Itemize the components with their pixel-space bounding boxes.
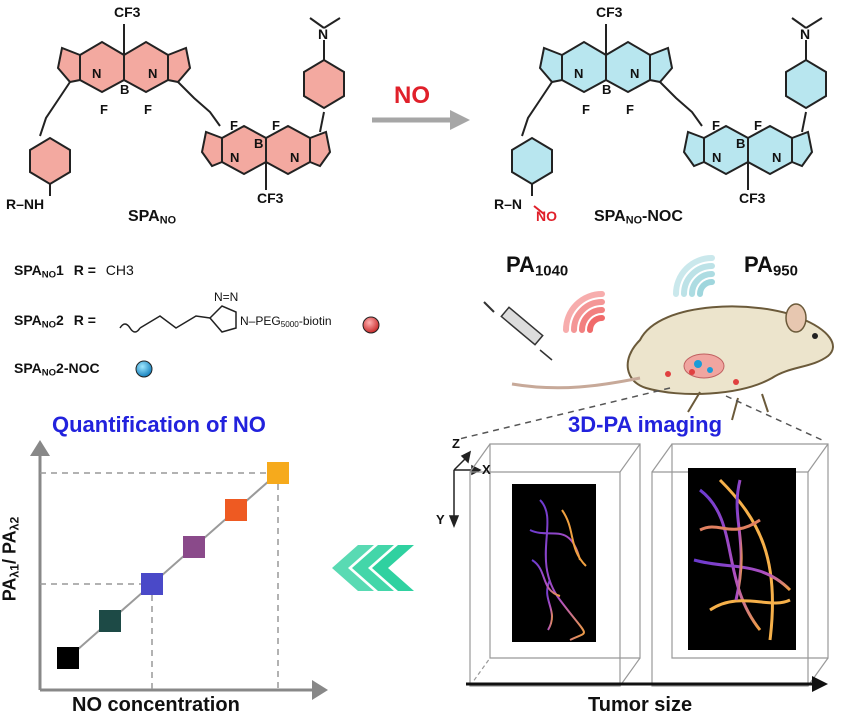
axis-z-label: Z (452, 436, 460, 451)
tumor-vessels-large (693, 478, 792, 641)
zoom-connector-right (725, 395, 823, 441)
syringe-icon (483, 301, 553, 361)
imaging-axes (448, 450, 482, 529)
right-atom-n2: N (630, 66, 640, 81)
left-cf3-bottom: CF3 (257, 190, 284, 206)
quant-point (183, 536, 205, 558)
right-atom-b2: B (736, 136, 746, 151)
triazole-n-label: N=N (214, 290, 239, 304)
definition-spa2: SPANO2 R = (14, 312, 96, 331)
quant-point (57, 647, 79, 669)
pa-wave-red-icon (563, 291, 605, 333)
definition-spa2-noc: SPANO2-NOC (14, 360, 100, 379)
tumor-vessels-small (529, 499, 587, 641)
right-molecule (511, 17, 827, 215)
axis-x-label: X (482, 462, 491, 477)
left-vinyl-1 (39, 81, 71, 137)
blue-ball-icon (135, 360, 153, 378)
chevrons-icon (332, 545, 414, 591)
imaging-box-small (469, 443, 641, 687)
quant-xlabel: NO concentration (72, 694, 240, 716)
right-cf3-bottom: CF3 (739, 190, 766, 206)
left-bodipy-core-1 (56, 24, 192, 94)
right-atom-n4: N (772, 150, 782, 165)
wavy-bond-icon (119, 323, 141, 333)
left-vinyl-2 (177, 81, 221, 127)
quant-point (225, 499, 247, 521)
left-atom-n3: N (230, 150, 240, 165)
mouse-illustration (511, 303, 834, 421)
quant-title: Quantification of NO (52, 412, 266, 437)
left-bodipy-core-2 (200, 124, 332, 190)
left-atom-f1: F (100, 102, 108, 117)
right-dimethylaminophenyl (785, 58, 827, 110)
right-atom-b1: B (602, 82, 612, 97)
definition-spa1: SPANO1 R = CH3 (14, 262, 134, 281)
tumor-size-arrow (466, 676, 828, 692)
axis-y-label: Y (436, 512, 445, 527)
right-no-group: NO (536, 208, 557, 224)
right-atom-n1: N (574, 66, 584, 81)
left-r-nh: R–NH (6, 196, 45, 212)
left-atom-n4: N (290, 150, 300, 165)
right-molecule-name: SPANO-NOC (594, 208, 683, 227)
left-atom-n2: N (148, 66, 158, 81)
quant-ylabel: PAλ1/ PAλ2 (0, 516, 22, 602)
left-atom-b1: B (120, 82, 130, 97)
right-atom-f4: F (754, 118, 762, 133)
left-atom-f2: F (144, 102, 152, 117)
right-phenyl-ring (511, 136, 553, 186)
right-bodipy-core-2 (682, 124, 814, 190)
imaging-title: 3D-PA imaging (568, 412, 723, 437)
left-n-dimethyl: N (318, 26, 329, 42)
quant-point (99, 610, 121, 632)
right-atom-f2: F (626, 102, 634, 117)
left-phenyl-ring (29, 136, 71, 186)
quant-guides (40, 472, 279, 690)
left-cf3-top: CF3 (114, 4, 141, 20)
right-atom-f3: F (712, 118, 720, 133)
left-dimethylaminophenyl (303, 58, 345, 110)
red-ball-icon (362, 316, 380, 334)
left-atom-b2: B (254, 136, 264, 151)
pa-1040-label: PA1040 (506, 252, 569, 280)
right-atom-n3: N (712, 150, 722, 165)
reaction-arrow (372, 110, 470, 130)
pa-950-label: PA950 (744, 252, 798, 280)
pa-wave-blue-icon (673, 255, 715, 297)
triazole-ring (208, 305, 237, 333)
left-molecule-name: SPANO (128, 208, 177, 227)
reaction-label: NO (394, 82, 430, 109)
right-r-n: R–N (494, 196, 523, 212)
left-atom-f4: F (272, 118, 280, 133)
left-molecule (29, 17, 345, 196)
zoom-connector-left (454, 387, 671, 441)
right-n-dimethyl: N (800, 26, 811, 42)
right-atom-f1: F (582, 102, 590, 117)
quant-point (141, 573, 163, 595)
left-atom-n1: N (92, 66, 102, 81)
quant-points (57, 462, 289, 669)
left-atom-f3: F (230, 118, 238, 133)
quant-chart (30, 440, 328, 700)
peg-biotin-label: N–PEG5000-biotin (240, 314, 332, 330)
right-bodipy-core-1 (538, 24, 674, 94)
imaging-xlabel: Tumor size (588, 694, 693, 716)
quant-point (267, 462, 289, 484)
right-cf3-top: CF3 (596, 4, 623, 20)
